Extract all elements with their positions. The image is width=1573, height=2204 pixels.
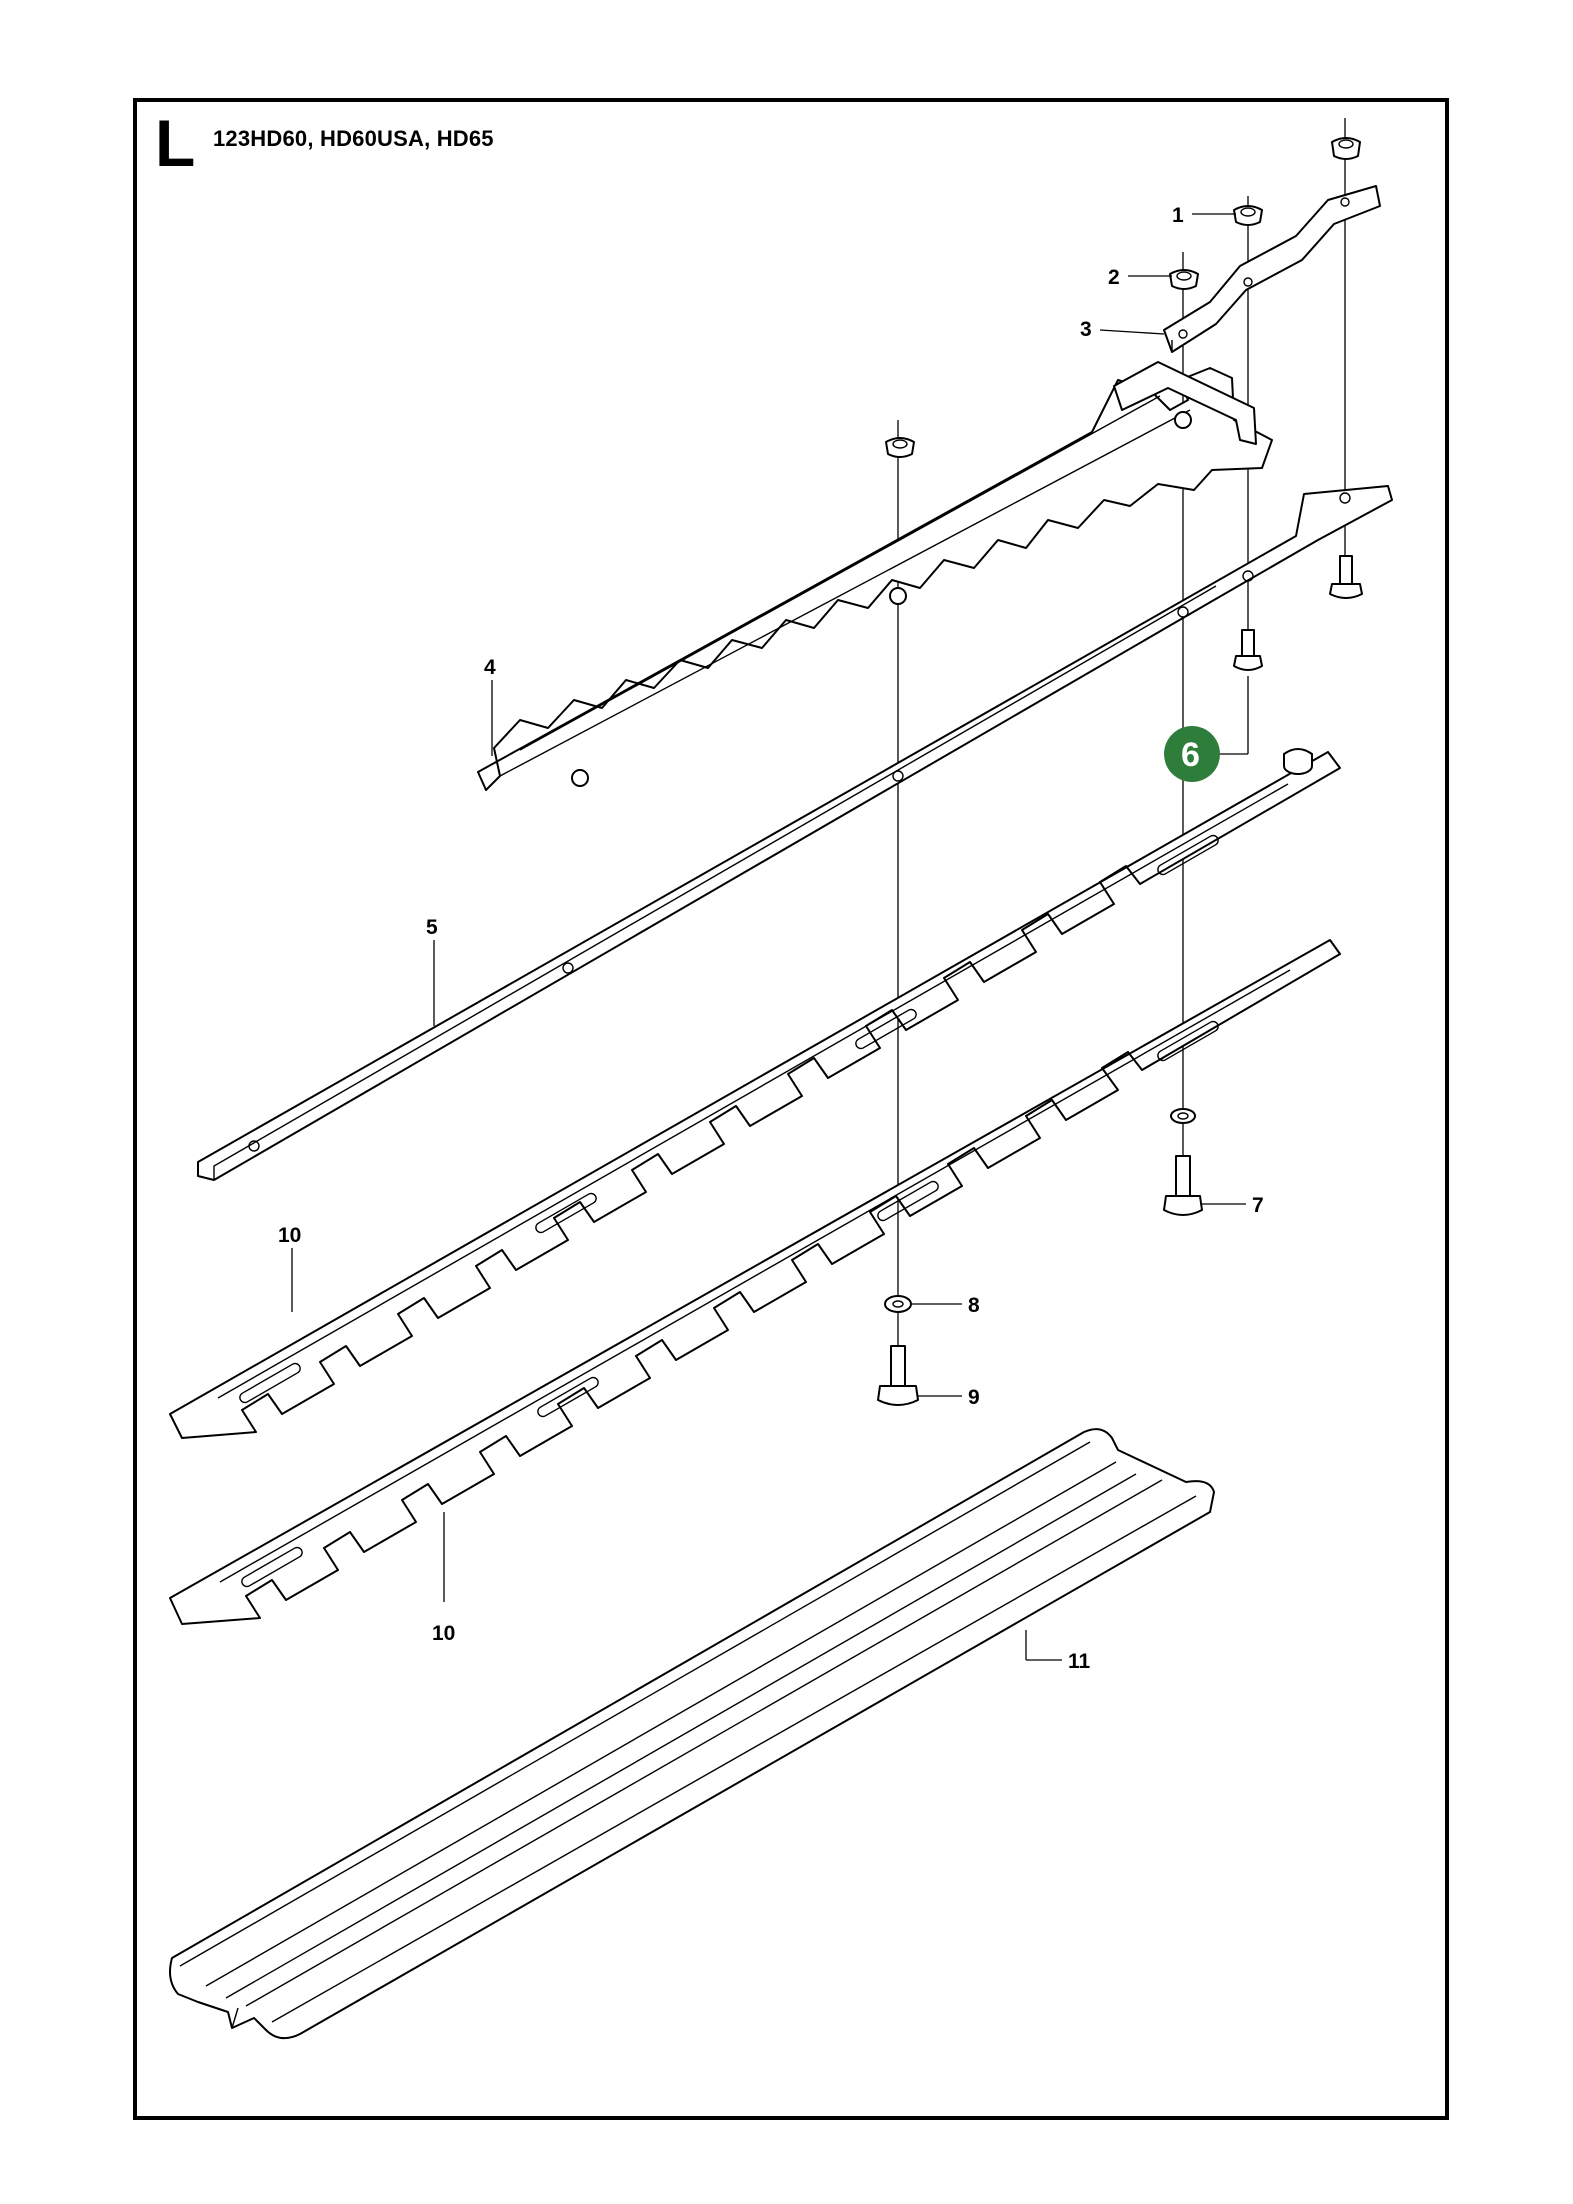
top-right-nut [1331, 137, 1361, 160]
callout-11: 11 [1068, 1650, 1091, 1673]
part-9-bolt [877, 1345, 919, 1406]
part-7-bolt [1163, 1108, 1203, 1216]
callout-10-lower: 10 [432, 1622, 455, 1645]
model-title: 123HD60, HD60USA, HD65 [213, 126, 494, 151]
callout-1: 1 [1172, 204, 1184, 227]
diagram-frame [133, 98, 1449, 2120]
callout-8: 8 [968, 1294, 980, 1317]
callout-6: 6 [1181, 736, 1200, 774]
part-6-bolt [1233, 629, 1263, 671]
callout-labels: 1 2 3 4 5 6 7 8 9 10 10 11 [278, 204, 1264, 1673]
part-2-nut [1169, 269, 1199, 290]
callout-10-upper: 10 [278, 1224, 301, 1247]
part-5-support-bar [197, 485, 1393, 1181]
section-letter: L [155, 106, 196, 180]
callout-2: 2 [1108, 266, 1120, 289]
callout-5: 5 [426, 916, 438, 939]
callout-3: 3 [1080, 318, 1092, 341]
part-10-upper-blade [169, 748, 1341, 1439]
callout-7: 7 [1252, 1194, 1264, 1217]
callout-9: 9 [968, 1386, 980, 1409]
callout-4: 4 [484, 656, 496, 679]
part-10-lower-blade [169, 939, 1341, 1625]
assembly-axis-lines [897, 118, 1346, 1405]
part-3-tension-plate [1163, 185, 1381, 353]
part-3-bracket [1113, 361, 1257, 445]
leader-lines [291, 213, 1249, 1661]
part-4-guide-plate [477, 367, 1273, 791]
top-right-bolt [1329, 555, 1363, 599]
part-11-blade-guard [169, 1428, 1215, 2040]
part-8-washer [884, 1295, 912, 1313]
part-1-nut [1233, 205, 1263, 226]
center-nut [885, 437, 915, 458]
callout-6-highlight-badge [1164, 726, 1220, 782]
